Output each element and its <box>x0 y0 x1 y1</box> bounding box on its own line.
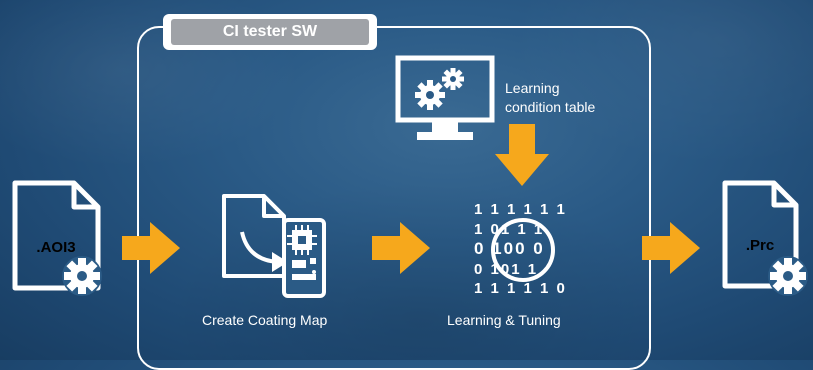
monitor-gears-icon <box>395 55 495 140</box>
condition-table-label-line2: condition table <box>505 99 596 115</box>
gear-icon <box>768 256 808 296</box>
input-file-ext: .AOI3 <box>36 239 75 256</box>
condition-table-label: Learning condition table <box>505 79 595 117</box>
binary-row-2: 1 01 1 1 <box>474 221 544 238</box>
binary-row-4: 0 101 1 <box>474 261 538 278</box>
step-label-learning-tuning: Learning & Tuning <box>447 312 561 328</box>
step-label-coating-map: Create Coating Map <box>202 312 328 328</box>
binary-circle <box>491 218 555 282</box>
output-file-ext: .Prc <box>746 237 774 254</box>
condition-table-label-line1: Learning <box>505 80 560 96</box>
frame-title: CI tester SW <box>171 19 369 45</box>
binary-learning-icon: 1 1 1 1 1 1 1 01 1 1 0 100 0 0 101 1 1 1… <box>474 201 567 297</box>
gear-icon <box>415 80 445 110</box>
binary-row-5: 1 1 1 1 1 0 <box>474 280 567 297</box>
arrow-right-3 <box>642 222 700 274</box>
input-file-icon: .AOI3 <box>12 180 102 296</box>
document-to-pcb-icon <box>222 194 326 298</box>
frame-title-tab: CI tester SW <box>163 14 377 50</box>
binary-row-1: 1 1 1 1 1 1 <box>474 201 567 218</box>
output-file-icon: .Prc <box>722 180 808 296</box>
binary-row-3: 0 100 0 <box>474 239 545 258</box>
gear-icon <box>442 68 464 90</box>
arrow-right-1 <box>122 222 180 274</box>
arrow-right-2 <box>372 222 430 274</box>
arrow-down <box>495 124 549 186</box>
gear-icon <box>62 256 102 296</box>
